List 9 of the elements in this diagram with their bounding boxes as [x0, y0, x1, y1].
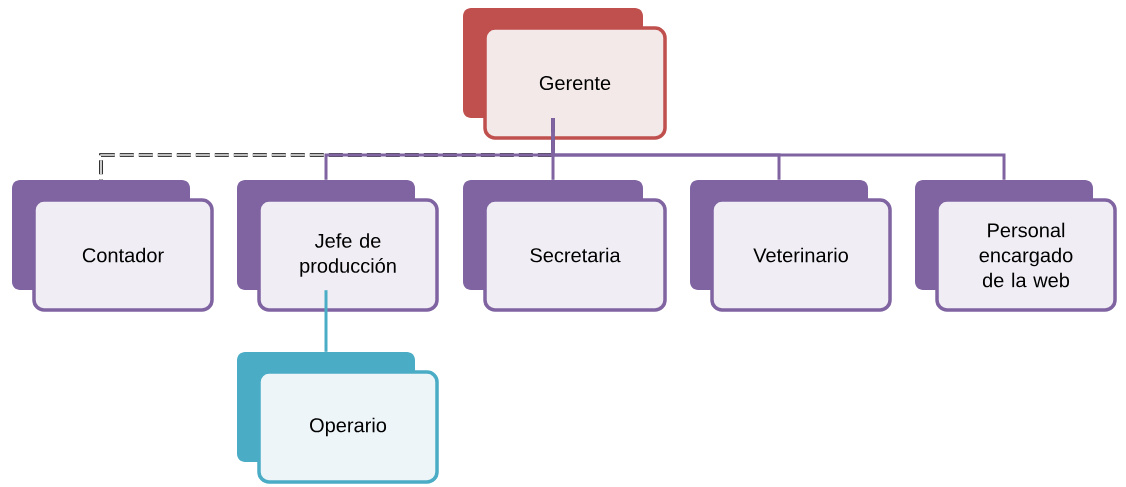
org-box: Secretaria — [463, 180, 667, 312]
org-box: Contador — [12, 180, 214, 312]
connector-line — [551, 118, 1006, 180]
connector-line — [324, 290, 328, 352]
org-box: Veterinario — [690, 180, 892, 312]
org-box: Operario — [237, 352, 439, 484]
org-box: Jefe de producción — [237, 180, 439, 312]
org-box: Personal encargado de la web — [915, 180, 1117, 312]
org-box: Gerente — [463, 8, 667, 140]
